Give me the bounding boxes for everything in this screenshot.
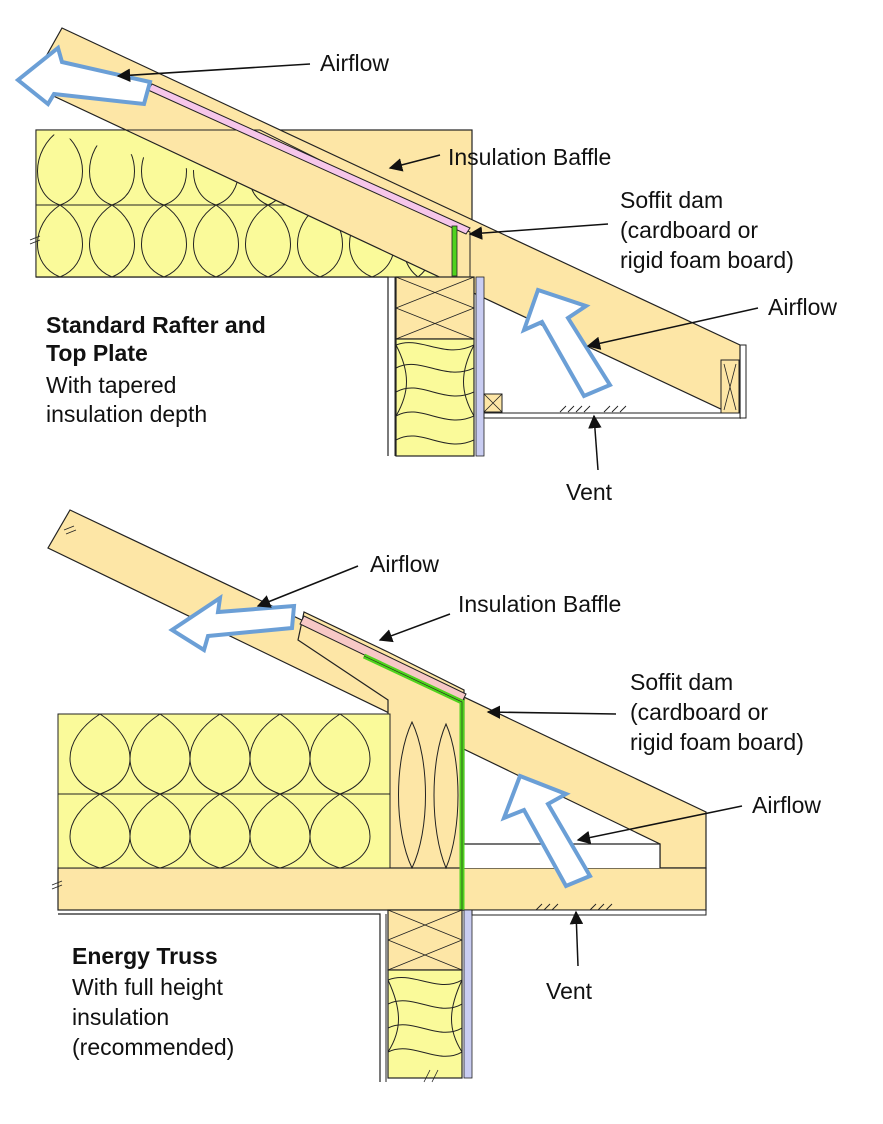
top-soffit-dam [451,225,458,277]
top-airflow-arrow-exit [14,44,153,107]
top-wall-stud [395,338,475,457]
bottom-subtitle-line2: insulation [72,1004,169,1030]
bottom-subtitle-line3: (recommended) [72,1034,234,1060]
bottom-soffit-label-1: Soffit dam [630,669,733,695]
top-vent [559,405,627,413]
bottom-vent [535,903,613,911]
bottom-top-plate [387,909,463,971]
bottom-airflow-arrow-exit [168,593,297,654]
bottom-soffit-label-3: rigid foam board) [630,729,804,755]
bottom-airflow-right-label: Airflow [752,792,821,818]
top-airflow-right-label: Airflow [768,294,837,320]
top-soffit-label-3: rigid foam board) [620,247,794,273]
top-title-line2: Top Plate [46,340,148,366]
top-soffit-label-1: Soffit dam [620,187,723,213]
top-baffle-label: Insulation Baffle [448,144,611,170]
bottom-soffit-label-2: (cardboard or [630,699,768,725]
bottom-insulation [57,713,391,869]
bottom-wall-stud [387,969,463,1079]
top-title-line1: Standard Rafter and [46,312,266,338]
top-subtitle-line2: insulation depth [46,401,207,427]
energy-truss-diagram: Airflow Insulation Baffle Soffit dam (ca… [47,509,821,1083]
bottom-baffle-label: Insulation Baffle [458,591,621,617]
bottom-vent-label: Vent [546,978,593,1004]
bottom-title: Energy Truss [72,943,218,969]
bottom-airflow-label: Airflow [370,551,439,577]
top-subtitle-line1: With tapered [46,372,176,398]
top-vent-label: Vent [566,479,613,505]
bottom-drywall [463,909,473,1079]
top-airflow-arrow-intake [520,287,613,399]
top-soffit-label-2: (cardboard or [620,217,758,243]
bottom-subtitle-line1: With full height [72,974,223,1000]
top-top-plate [395,276,475,340]
bottom-airflow-arrow-intake [500,773,593,889]
standard-rafter-diagram: Airflow Insulation Baffle Soffit dam (ca… [14,27,837,505]
bottom-insulation-batts [58,714,390,868]
top-airflow-label: Airflow [320,50,389,76]
top-drywall [475,276,485,457]
bottom-bottom-chord [57,867,707,911]
